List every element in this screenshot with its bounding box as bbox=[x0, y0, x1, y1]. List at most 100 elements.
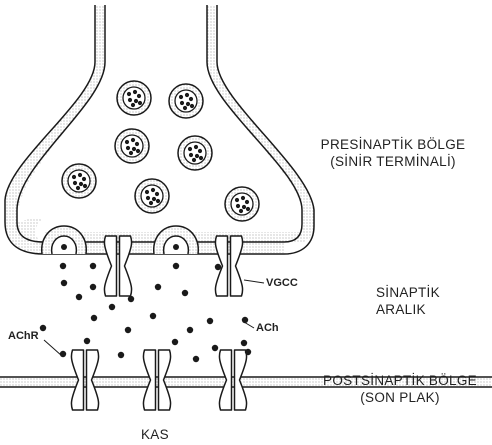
ach-molecule-in-vesicle bbox=[137, 100, 143, 106]
ach-molecule-in-vesicle bbox=[241, 204, 247, 210]
ach-molecule-in-vesicle bbox=[135, 148, 141, 154]
postsynaptic-label-line1: POSTSİNAPTİK BÖLGE bbox=[323, 373, 477, 388]
post-membrane-band bbox=[0, 378, 492, 386]
vgcc-channels bbox=[103, 235, 244, 297]
postsynaptic-label-line2: (SON PLAK) bbox=[360, 390, 440, 405]
ach-molecule-in-vesicle bbox=[82, 183, 88, 189]
achr-label: AChR bbox=[8, 330, 39, 342]
ach-molecule bbox=[83, 337, 91, 345]
ach-molecule bbox=[59, 262, 67, 270]
ach-molecule-in-vesicle bbox=[240, 195, 246, 201]
ach-molecule-in-vesicle bbox=[155, 198, 161, 204]
ach-molecule-in-vesicle bbox=[235, 203, 241, 209]
ach-molecule-in-vesicle bbox=[193, 144, 199, 150]
ach-molecule-in-vesicle bbox=[245, 206, 251, 212]
ach-molecule-in-vesicle bbox=[72, 180, 78, 186]
ach-molecule-in-vesicle bbox=[132, 89, 138, 95]
ach-molecule bbox=[171, 338, 179, 346]
ach-molecule-in-vesicle bbox=[179, 100, 185, 106]
synaptic-vesicles bbox=[61, 80, 260, 222]
ach-molecule-in-vesicle bbox=[178, 94, 184, 100]
ach-molecule-in-vesicle bbox=[71, 174, 77, 180]
ach-molecule-in-vesicle bbox=[238, 208, 244, 214]
ach-molecule-in-vesicle bbox=[185, 101, 191, 107]
synaptic-label-line1: SİNAPTİK bbox=[376, 285, 440, 300]
ach-molecule-in-vesicle bbox=[77, 172, 83, 178]
ach-molecule bbox=[59, 350, 67, 358]
ach-molecule-in-vesicle bbox=[188, 152, 194, 158]
fusing-vesicle-right bbox=[153, 225, 199, 255]
ach-molecule bbox=[60, 279, 68, 287]
ach-molecule bbox=[244, 348, 252, 356]
ach-molecule bbox=[240, 339, 248, 347]
ach-molecule-in-vesicle bbox=[134, 141, 140, 147]
presynaptic-label-line1: PRESİNAPTİK BÖLGE bbox=[320, 137, 466, 152]
ach-molecule bbox=[214, 263, 222, 271]
presynaptic-label-line2: (SİNİR TERMİNALİ) bbox=[330, 154, 456, 169]
ach-molecules bbox=[39, 262, 252, 363]
achr-channel bbox=[70, 349, 100, 411]
fusing-vesicle-left bbox=[41, 225, 87, 255]
synaptic-label-line2: ARALIK bbox=[376, 302, 426, 317]
ach-molecule-in-vesicle bbox=[198, 155, 204, 161]
ach-molecule-in-vesicle bbox=[130, 102, 136, 108]
ach-molecule bbox=[149, 312, 157, 320]
ach-molecule bbox=[206, 317, 214, 325]
ach-molecule bbox=[241, 316, 249, 324]
ach-molecule-in-vesicle bbox=[182, 105, 188, 111]
ach-molecule bbox=[211, 344, 219, 352]
synaptic-vesicle bbox=[116, 80, 152, 116]
ach-molecule-in-vesicle bbox=[75, 185, 81, 191]
ach-molecule-in-vesicle bbox=[154, 191, 160, 197]
ach-molecule-in-vesicle bbox=[136, 93, 142, 99]
achr-receptors bbox=[70, 349, 248, 411]
vgcc-pointer bbox=[243, 279, 265, 284]
membrane-inner bbox=[16, 5, 106, 243]
ach-molecule-in-vesicle bbox=[187, 146, 193, 152]
synaptic-vesicle bbox=[224, 186, 260, 222]
vgcc-channel bbox=[103, 235, 133, 297]
ach-molecule-in-vesicle bbox=[197, 148, 203, 154]
membrane-inner-right bbox=[206, 5, 303, 243]
ach-molecule-in-vesicle bbox=[125, 145, 131, 151]
ach-molecule-in-vesicle bbox=[194, 153, 200, 159]
ach-molecule bbox=[39, 324, 47, 332]
ach-molecule-in-vesicle bbox=[124, 139, 130, 145]
ach-molecule bbox=[89, 283, 97, 291]
ach-molecule bbox=[172, 262, 180, 270]
ach-molecule-in-vesicle bbox=[151, 196, 157, 202]
presynaptic-label: PRESİNAPTİK BÖLGE (SİNİR TERMİNALİ) bbox=[313, 136, 473, 170]
membrane-outer-right bbox=[216, 5, 315, 255]
ach-molecule-in-vesicle bbox=[130, 137, 136, 143]
ach-molecule bbox=[90, 314, 98, 322]
ach-pointer bbox=[243, 321, 255, 329]
ach-molecule-in-vesicle bbox=[81, 176, 87, 182]
synaptic-vesicle bbox=[134, 178, 170, 214]
ach-molecule-in-vesicle bbox=[150, 187, 156, 193]
achr-channel bbox=[142, 349, 172, 411]
ach-molecule-in-vesicle bbox=[133, 98, 139, 104]
ach-molecule-in-vesicle bbox=[145, 195, 151, 201]
synaptic-vesicle bbox=[114, 128, 150, 164]
achr-channel bbox=[218, 349, 248, 411]
ach-molecule-in-vesicle bbox=[188, 96, 194, 102]
ach-molecule bbox=[127, 295, 135, 303]
ach-molecule bbox=[124, 326, 132, 334]
ach-molecule bbox=[181, 289, 189, 297]
ach-molecule-in-vesicle bbox=[128, 150, 134, 156]
synaptic-vesicle bbox=[168, 83, 204, 119]
ach-molecule-in-vesicle bbox=[127, 97, 133, 103]
ach-molecule-in-vesicle bbox=[148, 200, 154, 206]
ach-molecule-in-vesicle bbox=[144, 189, 150, 195]
ach-molecule bbox=[108, 303, 116, 311]
synaptic-vesicle bbox=[61, 163, 97, 199]
vgcc-label: VGCC bbox=[266, 277, 298, 289]
ach-molecule-in-vesicle bbox=[78, 181, 84, 187]
presynaptic-membrane bbox=[4, 5, 315, 255]
ach-molecule-in-vesicle bbox=[234, 197, 240, 203]
ach-molecule bbox=[117, 351, 125, 359]
ach-molecule-in-vesicle bbox=[131, 146, 137, 152]
membrane-outer bbox=[4, 5, 96, 255]
membrane-band bbox=[5, 5, 314, 254]
